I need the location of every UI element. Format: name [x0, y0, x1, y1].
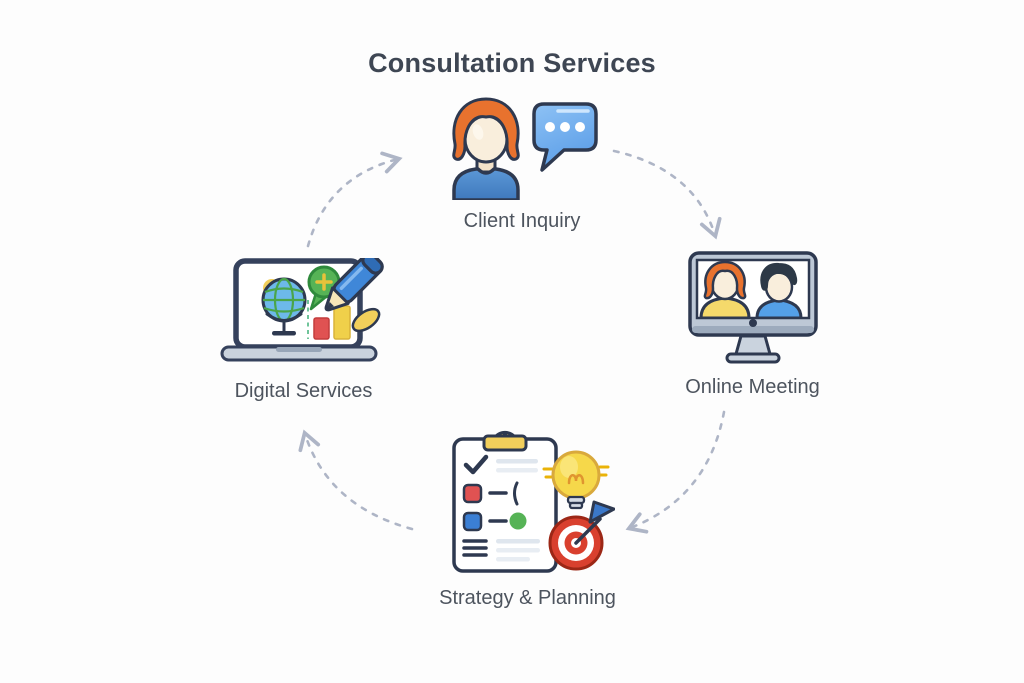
- label-client-inquiry: Client Inquiry: [463, 210, 581, 232]
- label-online-meeting: Online Meeting: [685, 376, 820, 398]
- pencil-icon: [324, 258, 384, 312]
- target-dart-icon: [548, 500, 615, 571]
- node-online-meeting: Online Meeting: [650, 250, 855, 399]
- arrow-client-inquiry-to-online-meeting: [612, 149, 722, 240]
- node-digital-services: Digital Services: [196, 258, 411, 403]
- clipboard-lightbulb-target-icon: [452, 430, 615, 573]
- lightbulb-icon: [542, 450, 610, 510]
- laptop-globe-pencil-chart-icon: [220, 258, 384, 362]
- node-strategy-planning: Strategy & Planning: [415, 425, 640, 610]
- person-chat-bubble-icon: [452, 97, 598, 200]
- node-client-inquiry: Client Inquiry: [422, 94, 622, 233]
- label-strategy-planning: Strategy & Planning: [439, 587, 616, 609]
- page-title: Consultation Services: [368, 48, 656, 78]
- video-call-monitor-icon: [687, 251, 818, 364]
- arrow-online-meeting-to-strategy-planning: [625, 410, 726, 534]
- leaf-oval-icon: [351, 307, 380, 333]
- arrow-strategy-planning-to-digital-services: [298, 429, 414, 531]
- label-digital-services: Digital Services: [234, 380, 373, 402]
- arrow-digital-services-to-client-inquiry: [306, 151, 403, 248]
